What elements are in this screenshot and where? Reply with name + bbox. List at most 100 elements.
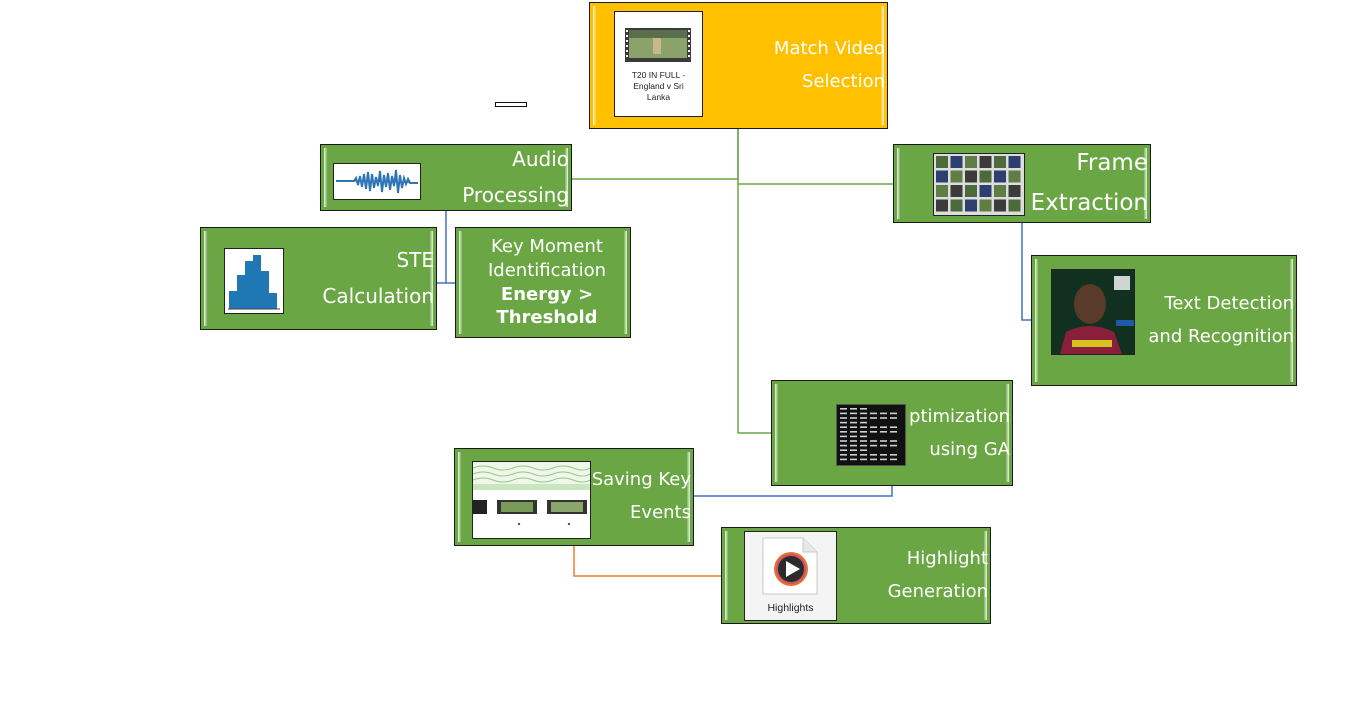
key-moment-label-1: Key Moment: [491, 236, 603, 257]
optimization-node: ptimization using GA: [771, 380, 1013, 486]
connector-audio-ste: [436, 210, 447, 284]
terminal-line: [850, 458, 857, 461]
connector-video-optimization: [737, 184, 772, 434]
text-detection-node: Text Detection and Recognition: [1031, 255, 1297, 386]
ste-label-2: Calculation: [322, 284, 434, 308]
video-thumb-caption: T20 IN FULL - England v Sri Lanka: [631, 70, 686, 102]
frame-grid-cell: [994, 170, 1006, 183]
terminal-line: [860, 444, 867, 447]
frame-grid-cell: [979, 185, 992, 197]
waveform-icon: [333, 163, 421, 200]
key-moment-node: Key Moment Identification Energy > Thres…: [455, 227, 631, 338]
terminal-line: [880, 412, 887, 415]
key-moment-label-2: Identification: [487, 260, 607, 281]
frame-grid-cell: [994, 156, 1006, 168]
match-video-selection-node: T20 IN FULL - England v Sri Lanka Match …: [589, 2, 888, 129]
key-moment-label-3: Energy >: [500, 284, 594, 305]
frame-extraction-node: Frame Extraction: [893, 144, 1151, 223]
key-moment-label-4: Threshold: [496, 307, 598, 328]
text-detect-label-1: Text Detection: [1164, 293, 1294, 314]
frame-grid-cell: [1008, 156, 1021, 168]
small-outline-rect: [495, 102, 527, 107]
terminal-line: [890, 431, 897, 433]
terminal-line: [870, 426, 877, 428]
terminal-line: [850, 454, 857, 456]
terminal-line: [840, 449, 847, 451]
frame-grid-cell: [950, 199, 963, 212]
histogram-icon: [224, 248, 284, 314]
frame-grid-cell: [965, 185, 977, 197]
terminal-line: [840, 458, 847, 461]
terminal-line: [840, 431, 847, 433]
terminal-line: [840, 408, 847, 410]
terminal-line: [880, 417, 887, 419]
player-frame-icon: [1051, 269, 1135, 355]
connector-optimization-saving: [693, 485, 893, 497]
connector-frame-text: [1021, 222, 1032, 321]
terminal-line: [860, 449, 867, 451]
terminal-line: [870, 412, 877, 415]
highlight-label-1: Highlight: [906, 548, 988, 569]
terminal-line: [890, 426, 897, 428]
connector-video-audio: [571, 128, 739, 180]
terminal-line: [890, 444, 897, 447]
frame-grid-cell: [965, 170, 977, 183]
terminal-line: [880, 458, 887, 461]
audio-processing-node: Audio Processing: [320, 144, 572, 211]
terminal-line: [860, 454, 867, 456]
saving-label-2: Events: [630, 502, 691, 523]
terminal-line: [870, 431, 877, 433]
terminal-line: [850, 444, 857, 447]
frame-grid-cell: [936, 199, 948, 212]
terminal-line: [860, 417, 867, 419]
terminal-line: [880, 454, 887, 456]
terminal-output-icon: [836, 404, 906, 466]
optimization-label-2: using GA: [929, 439, 1010, 460]
frame-grid-cell: [1008, 185, 1021, 197]
frame-grid-cell: [979, 199, 992, 212]
terminal-line: [840, 417, 847, 419]
highlight-generation-node: Highlights Highlight Generation: [721, 527, 991, 624]
terminal-line: [880, 444, 887, 447]
frame-grid-cell: [950, 156, 963, 168]
optimization-label-1: ptimization: [909, 406, 1010, 427]
highlight-label-2: Generation: [887, 581, 988, 602]
frame-grid-cell: [936, 170, 948, 183]
terminal-line: [880, 431, 887, 433]
terminal-line: [870, 417, 877, 419]
text-detect-label-2: and Recognition: [1148, 326, 1294, 347]
terminal-line: [860, 426, 867, 428]
terminal-line: [840, 444, 847, 447]
terminal-line: [870, 458, 877, 461]
terminal-line: [860, 440, 867, 442]
terminal-line: [890, 417, 897, 419]
terminal-line: [850, 449, 857, 451]
frame-grid-cell: [965, 156, 977, 168]
audio-label-1: Audio: [512, 147, 569, 171]
frame-label-1: Frame: [1076, 150, 1148, 176]
match-video-label-2: Selection: [802, 71, 885, 92]
terminal-line: [890, 440, 897, 442]
connector-saving-highlight: [573, 545, 722, 577]
frame-grid-cell: [950, 185, 963, 197]
frame-grid-cell: [994, 199, 1006, 212]
terminal-line: [850, 435, 857, 438]
terminal-line: [870, 444, 877, 447]
terminal-line: [850, 412, 857, 415]
audio-label-2: Processing: [462, 183, 569, 207]
terminal-line: [890, 412, 897, 415]
frame-grid-icon: [933, 153, 1025, 216]
terminal-line: [880, 440, 887, 442]
connector-video-frame: [737, 128, 894, 185]
frame-grid-cell: [965, 199, 977, 212]
frame-label-2: Extraction: [1030, 190, 1148, 216]
video-filmstrip-icon: T20 IN FULL - England v Sri Lanka: [614, 11, 703, 117]
terminal-line: [840, 412, 847, 415]
terminal-line: [840, 435, 847, 438]
terminal-line: [860, 421, 867, 424]
terminal-line: [850, 417, 857, 419]
ste-label-1: STE: [396, 248, 434, 272]
frame-grid-cell: [979, 156, 992, 168]
